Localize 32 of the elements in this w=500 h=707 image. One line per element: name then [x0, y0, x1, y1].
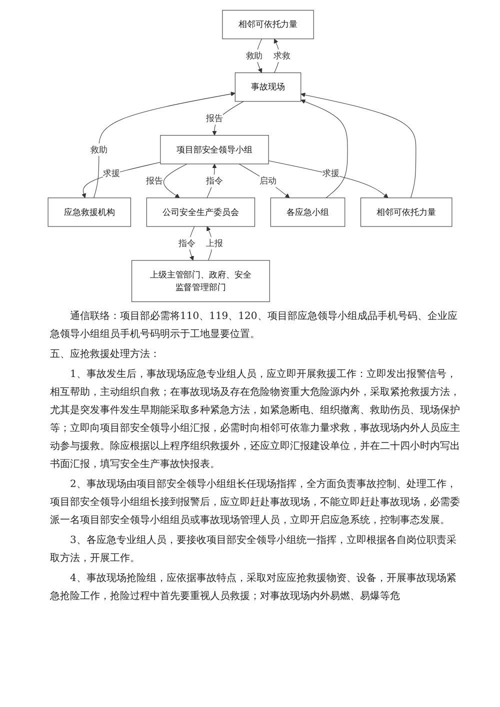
arrow	[163, 164, 188, 198]
arrow	[268, 160, 388, 198]
edge-label: 指令	[206, 176, 223, 186]
edge-label: 求救	[273, 50, 290, 61]
node-box: 事故现场	[234, 72, 302, 102]
paragraph: 3、各应急专业组人员，要接收项目部安全领导小组统一指挥，立即根据各自岗位职责采取方法，开展工作。	[50, 534, 458, 566]
node-box: 相邻可依托力量	[222, 10, 314, 40]
node-box: 公司安全生产委员会	[146, 198, 256, 227]
edge-label: 救助	[90, 144, 108, 154]
edge-label: 求援	[322, 168, 340, 178]
paragraph: 4、事故现场抢险组，应依据事故特点，采取对应应抢救援物资、设备，开展事故现场紧急抢险工作，抢险过程中首先要重视人员救援；对事故现场内外易燃、易爆等危	[50, 572, 458, 604]
node-box: 上级主管部门、政府、安全监督管理部门	[132, 260, 270, 302]
edge-label: 报告	[146, 176, 164, 186]
arrow	[82, 162, 161, 198]
node-box: 相邻可依托力量	[360, 198, 452, 227]
edge-label: 求援	[103, 168, 120, 178]
node-box: 应急救援机构	[48, 198, 131, 227]
paragraph: 2、事故现场由项目部安全领导小组组长任现场指挥，全方面负责事故控制、处理工作，项目部安全领导小组组长接到报警后，应立即赶赴事故现场，不能立即赶赴事故现场，必需委派一名项目部安全领导小组组员或事故现场管理人员，立即开启应急系统，控制事态发展。	[50, 478, 460, 528]
node-box: 各应急小组	[270, 198, 346, 227]
arrow	[300, 92, 416, 198]
node-box: 项目部安全领导小组	[160, 135, 269, 164]
arrow	[238, 164, 290, 198]
edge-label: 指令	[178, 238, 196, 248]
arrow	[300, 99, 348, 198]
edge-label: 上报	[206, 238, 223, 248]
edge-label: 启动	[260, 176, 276, 186]
paragraph: 通信联络：项目部必需将110、119、120、项目部应急领导小组成品手机号码、企业应急领导小组组员手机号码明示于工地显要位置。	[50, 310, 458, 342]
arrow	[206, 226, 213, 261]
edge-label: 救助	[246, 50, 263, 61]
edge-label: 报告	[206, 113, 223, 124]
paragraph: 五、应抢救援处理方法：	[50, 348, 161, 362]
paragraph: 1、事故发生后，事故现场应急专业组人员，应立即开展救援工作：立即发出报警信号，相互帮助，主动组织自救；在事故现场及存在危险物资重大危险源内外，采取紧抢救援方法，尤其是突发事件发生早期能采取多种紧急方法，如紧急断电、组织撤离、救助伤员、现场保护等；立即向项目部安全领导小组汇报，必需时向相邻可依靠力量求救，事故现场内外人员应主动参与援救。除应根据以上程序组织救援外，还应立即汇报建设单位，并在二十四小时内写出书面汇报，填写安全生产事故快报表。	[50, 368, 460, 472]
